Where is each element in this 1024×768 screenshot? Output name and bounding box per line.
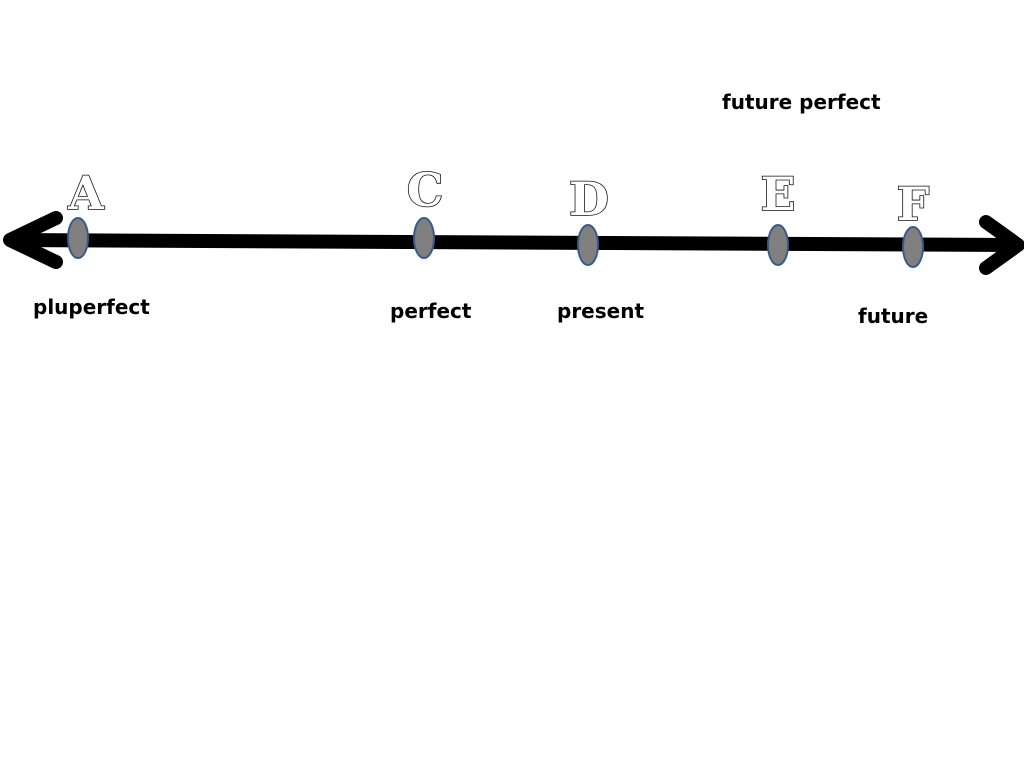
point-marker-c [413,217,435,259]
tense-label-perfect: perfect [390,299,472,323]
timeline-point-a: A pluperfect [33,165,150,319]
right-arrowhead-icon [979,215,1024,275]
point-letter-d: D [569,172,609,226]
point-letter-e: E [760,167,795,221]
tense-label-pluperfect: pluperfect [33,295,150,319]
tense-label-future-perfect: future perfect [722,90,881,114]
left-arrowhead-icon [3,211,63,269]
tense-label-present: present [557,299,644,323]
tense-label-future: future [858,304,928,328]
point-letter-c: C [407,163,444,217]
point-letter-a: A [67,166,105,220]
point-marker-d [577,224,599,266]
timeline-line [5,233,1021,252]
point-marker-f [902,226,924,268]
timeline-point-f: F future [858,176,930,328]
point-marker-e [767,224,789,266]
timeline-point-c: C perfect [390,162,472,323]
point-letter-f: F [897,177,930,231]
point-marker-a [67,217,89,259]
timeline-point-e: E future perfect [722,90,881,266]
timeline-point-d: D present [557,171,644,323]
